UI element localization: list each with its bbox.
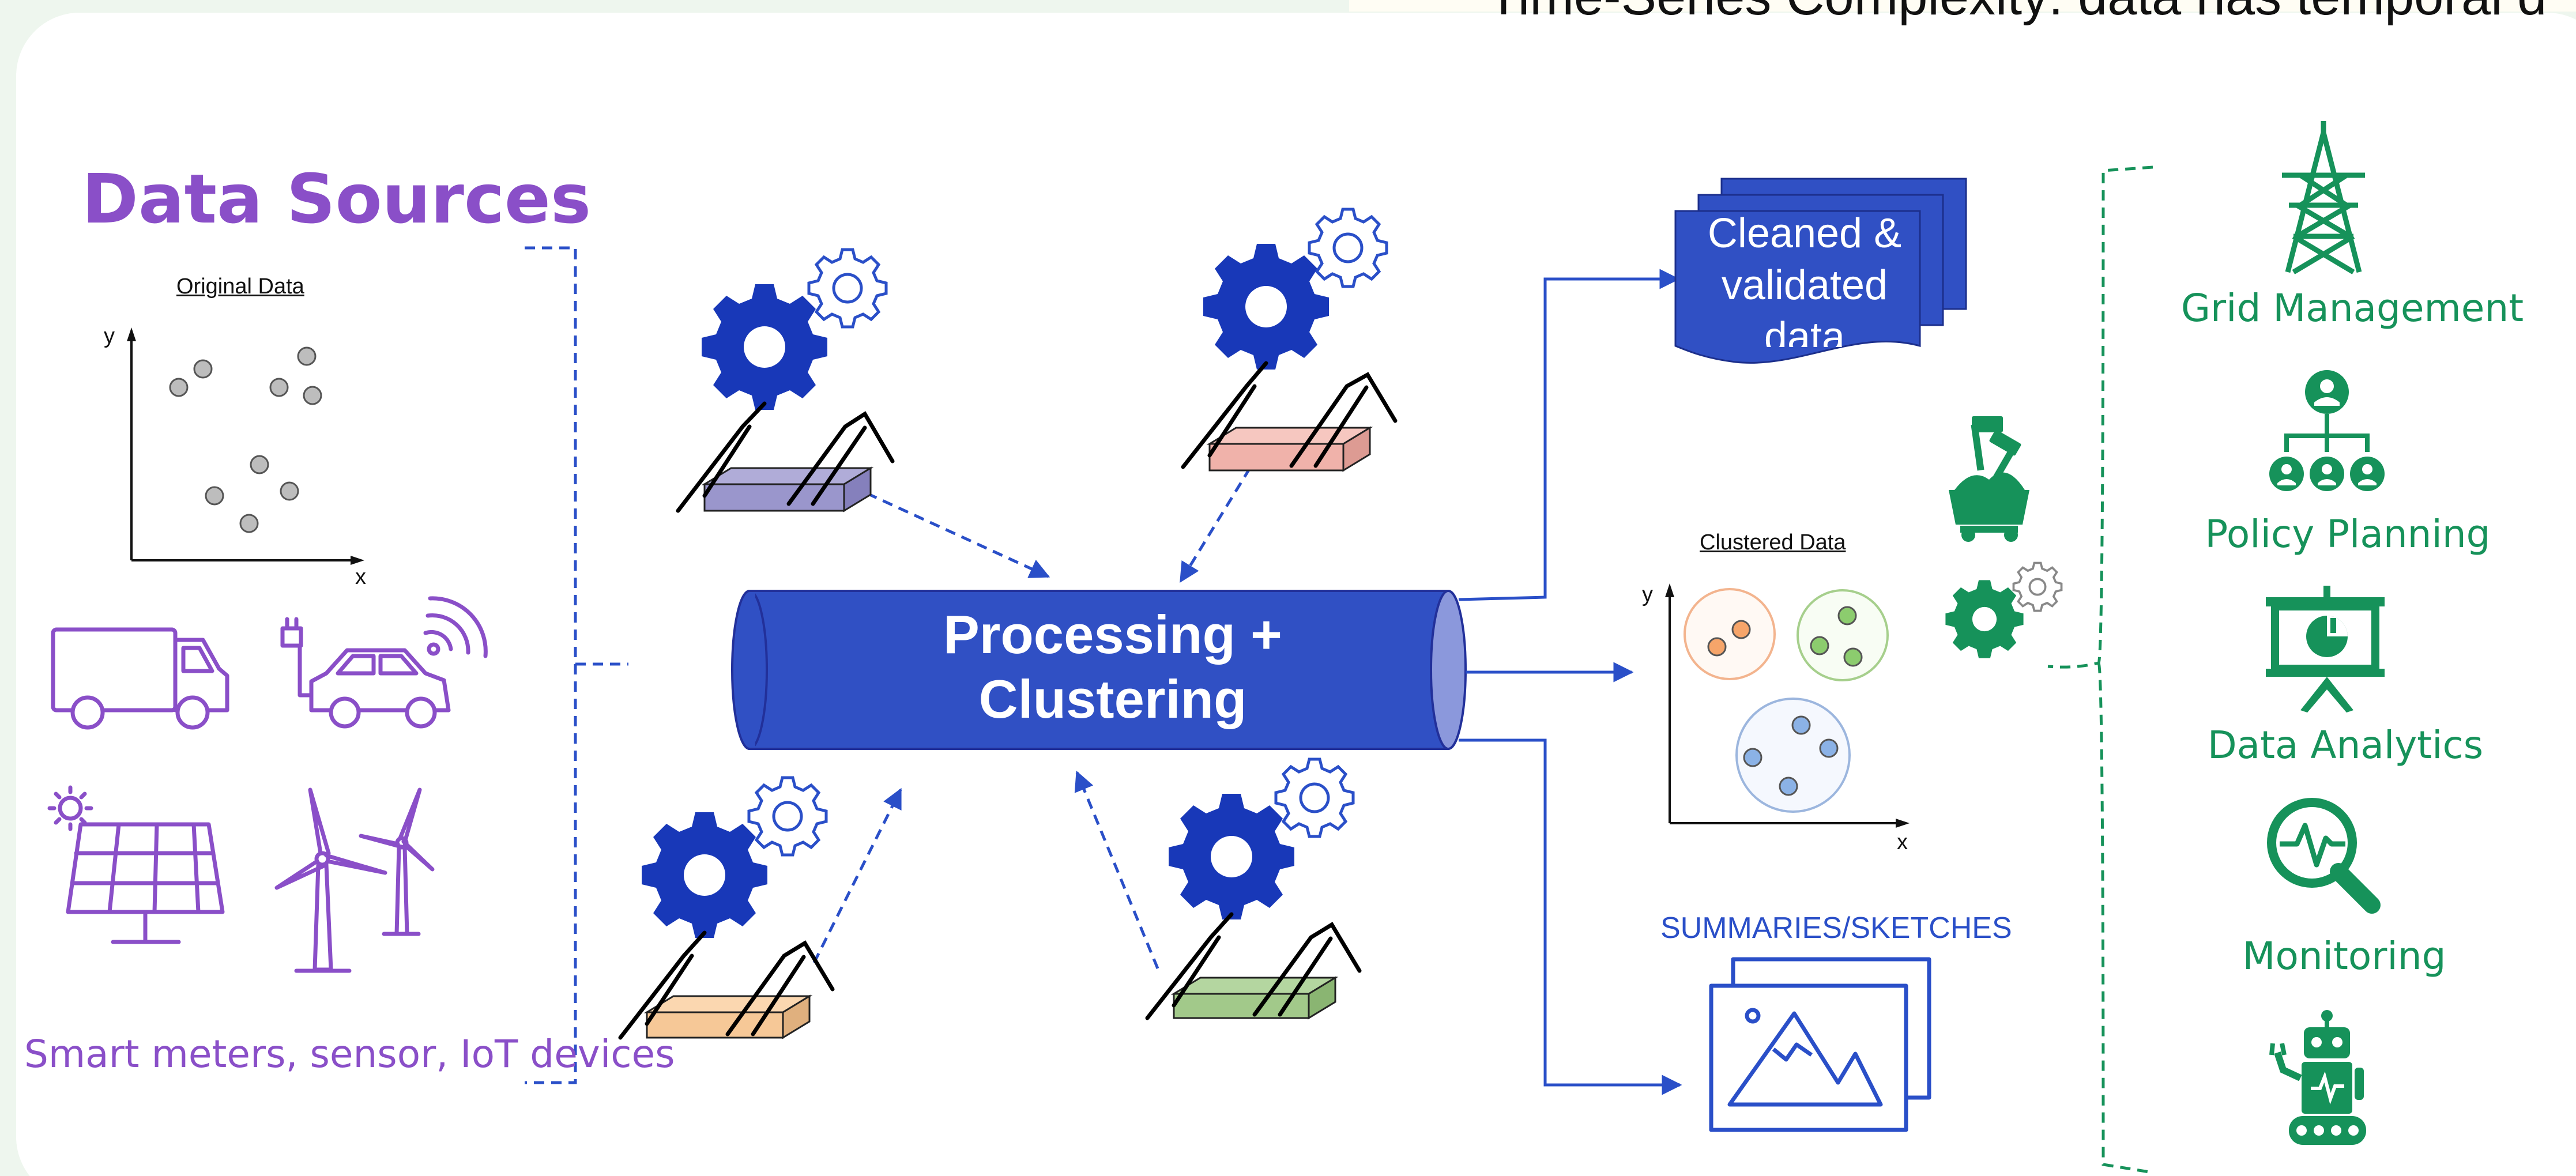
original-data-title: Original Data (176, 274, 304, 299)
cluster-boundary (1735, 698, 1851, 813)
cleaned-data-line3: data (1764, 314, 1846, 347)
presentation-chart-icon (2266, 586, 2385, 713)
data-point (280, 481, 299, 501)
data-point (193, 359, 213, 379)
input-arrow (866, 492, 1050, 578)
data-point (205, 486, 224, 506)
processing-label: Processing + Clustering (859, 602, 1366, 732)
robot-gear-icon (618, 778, 835, 1040)
input-arrow (812, 787, 902, 964)
electric-car-icon (280, 596, 488, 729)
solar-panel-icon (47, 785, 225, 944)
data-point (1843, 647, 1863, 667)
cleaned-data-label: Cleaned & validated data (1684, 208, 1926, 347)
x-axis-label: x (355, 565, 366, 589)
robot-gear-icon (676, 250, 895, 513)
robot-gear-icon (1145, 759, 1362, 1020)
applications-bracket (2047, 165, 2153, 1174)
data-point (297, 346, 317, 366)
document-stack-icon (1674, 178, 1967, 364)
app-label-grid-management: Grid Management (2180, 286, 2524, 330)
clustered-data-title: Clustered Data (1700, 530, 1846, 555)
processing-label-line2: Clustering (978, 669, 1247, 729)
data-point (1779, 777, 1798, 796)
image-gallery-icon (1709, 957, 1931, 1132)
data-point (1791, 715, 1811, 735)
power-tower-icon (2282, 121, 2365, 274)
data-point (239, 514, 259, 533)
data-point (1810, 636, 1829, 655)
data-point (303, 386, 322, 405)
data-point (1731, 620, 1751, 639)
clustered-y-axis-label: y (1642, 582, 1653, 606)
clustered-data-chart (1665, 583, 1910, 828)
y-axis-label: y (104, 324, 115, 348)
mining-cart-icon (1949, 416, 2029, 542)
processing-label-line1: Processing + (943, 604, 1282, 665)
clustered-x-axis-label: x (1897, 830, 1908, 854)
data-point (250, 455, 269, 474)
data-point (169, 378, 189, 397)
wind-turbine-icon (274, 787, 435, 973)
processing-pipe (731, 590, 1467, 750)
truck-icon (51, 627, 229, 730)
gears-icon (1945, 561, 2063, 658)
cluster-boundary (1684, 588, 1776, 680)
data-point (1837, 606, 1857, 625)
cleaned-data-line1: Cleaned & (1707, 210, 1902, 257)
summaries-label: SUMMARIES/SKETCHES (1660, 911, 2012, 945)
magnifier-pulse-icon (2267, 798, 2381, 914)
sources-caption: Smart meters, sensor, IoT devices (24, 1032, 675, 1076)
top-strip (1349, 0, 2576, 12)
data-point (269, 378, 289, 397)
output-arrow-summaries (1459, 738, 1682, 1095)
data-point (1819, 738, 1839, 758)
cluster-boundary (1797, 589, 1889, 681)
input-arrow (1074, 770, 1159, 969)
robot-icon (2269, 1010, 2366, 1145)
original-data-chart (127, 327, 364, 565)
app-label-policy-planning: Policy Planning (2205, 512, 2491, 556)
input-arrow (1179, 467, 1252, 583)
data-point (1743, 748, 1762, 767)
robot-gear-icon (1181, 209, 1398, 472)
app-label-data-analytics: Data Analytics (2207, 723, 2484, 767)
output-arrow-cleaned (1458, 269, 1680, 601)
data-sources-title: Data Sources (82, 159, 592, 239)
data-point (1707, 637, 1727, 657)
top-caption: Time-Series Complexity: data has tempora… (1487, 0, 2547, 27)
app-label-monitoring: Monitoring (2242, 934, 2446, 978)
cleaned-data-line2: validated (1721, 262, 1888, 308)
org-chart-icon (2269, 370, 2385, 491)
